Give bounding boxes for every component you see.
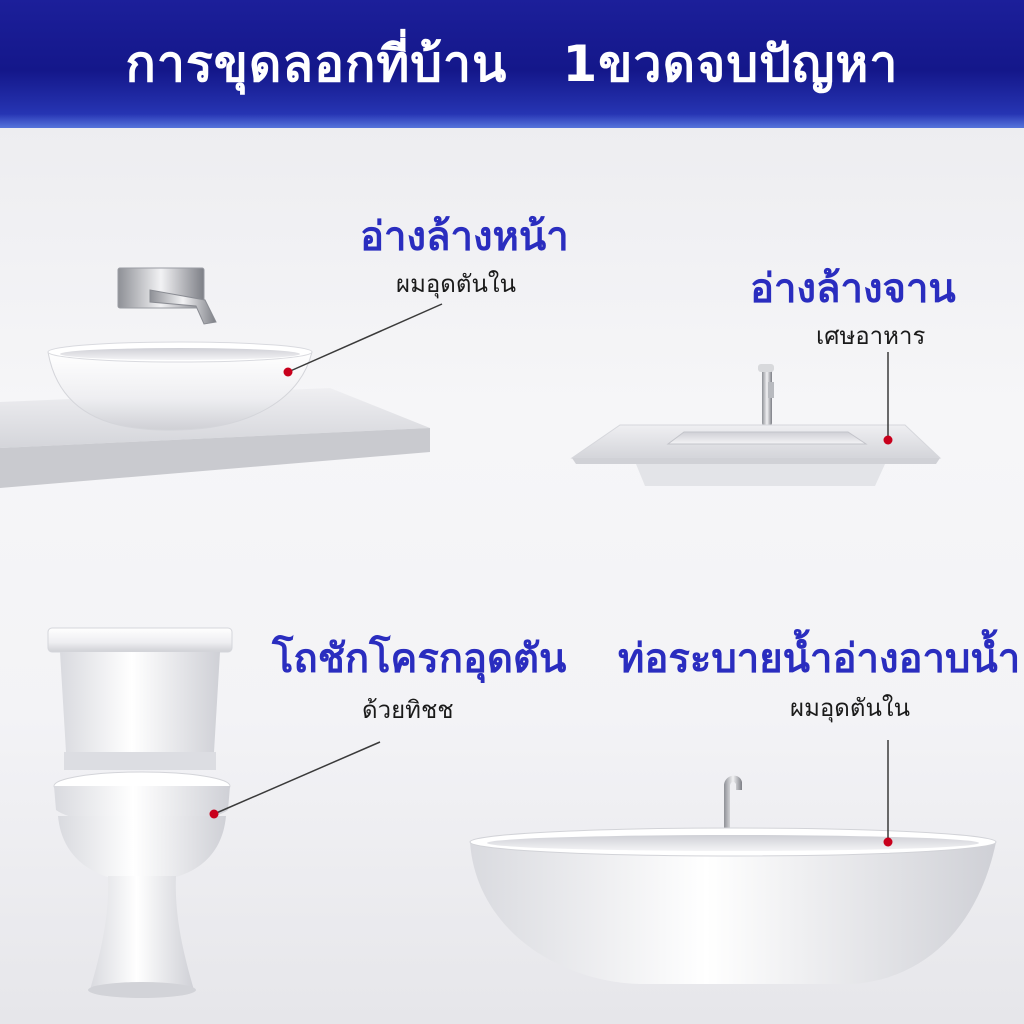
faucet-spout xyxy=(149,289,217,325)
toilet-leader xyxy=(213,741,381,815)
bathtub-illustration xyxy=(469,775,997,984)
toilet-marker xyxy=(209,809,219,819)
toilet-note: ด้วยทิชช xyxy=(362,696,454,724)
banner-title: การขุดลอกที่บ้าน 1ขวดจบปัญหา xyxy=(125,34,899,93)
toilet-tank xyxy=(60,652,220,752)
toilet-heading: โถชักโครกอุดตัน xyxy=(272,636,567,682)
countertop-front xyxy=(0,428,430,488)
kitchen-sink-marker xyxy=(883,435,893,445)
toilet-tank-lid xyxy=(47,627,233,653)
toilet-pedestal xyxy=(90,876,194,990)
wash-basin-illustration xyxy=(0,267,430,488)
sink-front xyxy=(572,458,940,464)
bathtub-faucet xyxy=(724,775,742,834)
top-banner: การขุดลอกที่บ้าน 1ขวดจบปัญหา xyxy=(0,0,1024,128)
bathtub-heading: ท่อระบายน้ำอ่างอาบน้ำ xyxy=(618,636,1021,682)
wash-basin-leader xyxy=(287,303,443,373)
sink-faucet xyxy=(762,364,772,426)
wash-basin-heading: อ่างล้างหน้า xyxy=(360,214,569,260)
wash-basin-bowl xyxy=(47,351,313,431)
bathtub-body xyxy=(470,842,996,984)
wash-basin-marker xyxy=(283,367,293,377)
bathtub-marker xyxy=(883,837,893,847)
kitchen-sink-note: เศษอาหาร xyxy=(816,322,926,350)
bathtub-note: ผมอุดตันใน xyxy=(790,694,910,722)
kitchen-sink-illustration xyxy=(570,364,942,486)
wash-basin-note: ผมอุดตันใน xyxy=(396,270,516,298)
toilet-bowl xyxy=(58,816,226,880)
toilet-illustration xyxy=(47,627,233,998)
kitchen-sink-heading: อ่างล้างจาน xyxy=(750,266,956,312)
sink-basin-opening xyxy=(666,431,868,445)
